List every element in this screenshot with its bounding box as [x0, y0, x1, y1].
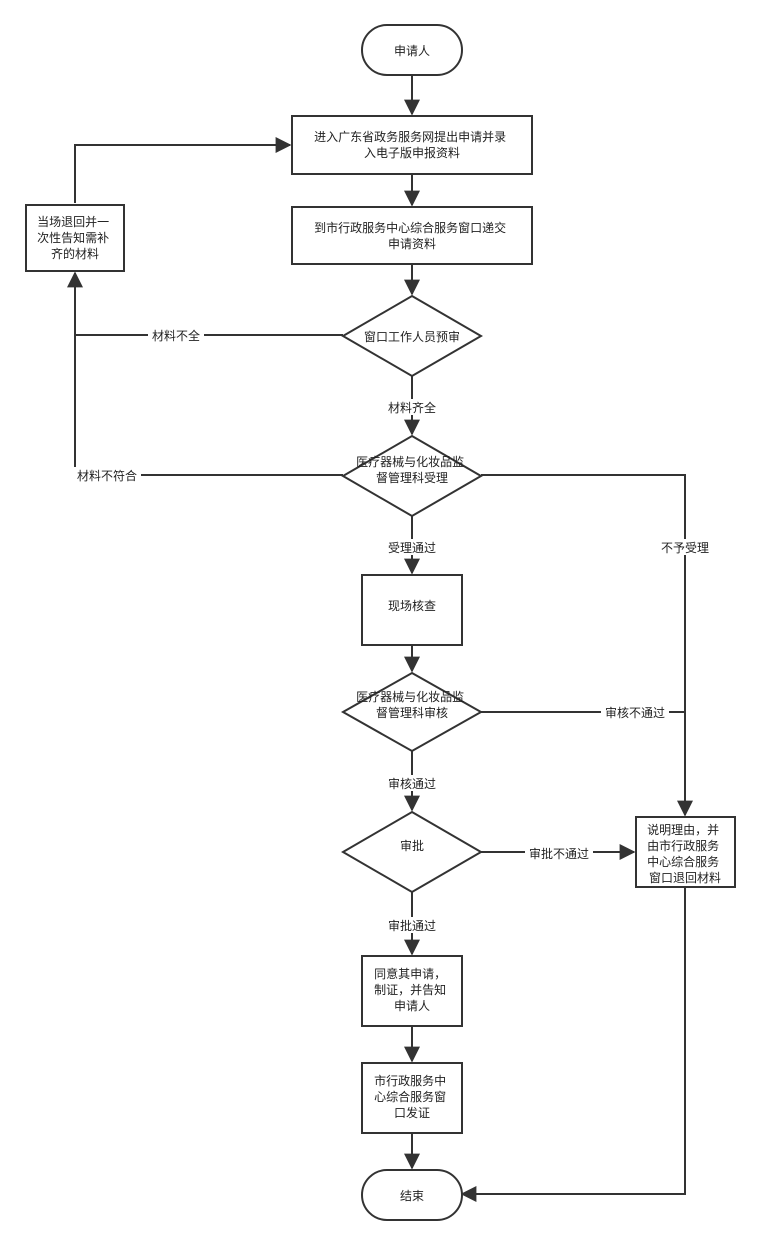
node-agree-line-3: 申请人 — [394, 999, 430, 1013]
node-return-materials-line-3: 齐的材料 — [51, 246, 99, 261]
edge-accept-rejected — [481, 474, 693, 817]
node-agree-line-2: 制证，并告知 — [374, 983, 446, 997]
node-enter-online: 进入广东省政务服务网提出申请并录 入电子版申报资料 — [291, 115, 533, 175]
node-review: 医疗器械与化妆品监 督管理科审核 — [340, 671, 484, 753]
node-explain-return-line-4: 窗口退回材料 — [649, 871, 721, 885]
node-submit-window-line-1: 到市行政服务中心综合服务窗口递交 — [314, 220, 506, 235]
node-accept-line-1: 医疗器械与化妆品监 — [356, 454, 464, 469]
edge-precheck-incomplete — [67, 271, 343, 336]
edge-explain-to-end — [460, 887, 686, 1202]
svg-text:进入广东省政务服务网提出申请并录 入电子版申报资: 进入广东省政务服务网提出申请并录 入电子版申报资料 — [314, 129, 510, 160]
node-return-materials: 当场退回并一 次性告知需补 齐的材料 — [25, 204, 125, 272]
node-issue: 市行政服务中 心综合服务窗 口发证 — [361, 1062, 463, 1134]
label-approve-passed: 审批通过 — [388, 918, 436, 933]
label-accepted: 受理通过 — [388, 541, 436, 555]
node-issue-line-2: 心综合服务窗 — [374, 1089, 446, 1104]
node-window-precheck-label: 窗口工作人员预审 — [364, 329, 460, 344]
node-site-check-label: 现场核查 — [388, 599, 436, 613]
node-agree-line-1: 同意其申请， — [374, 966, 446, 981]
label-incomplete: 材料不全 — [152, 328, 200, 343]
node-applicant: 申请人 — [361, 24, 463, 76]
node-enter-online-line-2: 入电子版申报资料 — [364, 145, 460, 160]
svg-text:市行政服务中 心综合服务窗 口发证: 市行政服务中 心综合服务窗 口发证 — [374, 1073, 450, 1120]
label-not-conform: 材料不符合 — [77, 468, 137, 483]
node-applicant-label: 申请人 — [394, 44, 430, 58]
node-issue-line-1: 市行政服务中 — [374, 1073, 446, 1088]
node-end-label: 结束 — [400, 1189, 424, 1203]
node-explain-return: 说明理由，并 由市行政服务 中心综合服务 窗口退回材料 — [635, 816, 736, 888]
node-end: 结束 — [361, 1169, 463, 1221]
label-complete: 材料齐全 — [388, 400, 436, 415]
node-issue-line-3: 口发证 — [394, 1105, 430, 1120]
label-review-failed: 审核不通过 — [605, 705, 665, 720]
node-site-check: 现场核查 — [361, 574, 463, 646]
label-approve-failed: 审批不通过 — [529, 846, 589, 861]
svg-text:到市行政服务中心综合服务窗口递交 申请资料: 到市行政服务中心综合服务窗口递交 申请资料 — [314, 220, 510, 251]
node-return-materials-line-2: 次性告知需补 — [37, 231, 109, 245]
node-explain-return-line-2: 由市行政服务 — [647, 838, 719, 853]
node-agree: 同意其申请， 制证，并告知 申请人 — [361, 955, 463, 1027]
svg-text:当场退回并一 次性告知需补 齐的材料: 当场退回并一 次性告知需补 齐的材料 — [37, 215, 113, 261]
edge-labels: 材料不全 材料齐全 材料不符合 受理通过 不予受理 审核不通过 审核通过 审批不… — [73, 327, 713, 933]
node-accept-line-2: 督管理科受理 — [376, 470, 448, 485]
node-submit-window-line-2: 申请资料 — [388, 237, 436, 251]
edge-return-to-online — [74, 137, 292, 203]
label-not-accepted: 不予受理 — [661, 541, 709, 555]
node-window-precheck: 窗口工作人员预审 — [341, 294, 483, 378]
node-approve: 审批 — [341, 810, 483, 894]
node-approve-label: 审批 — [400, 838, 424, 853]
svg-text:说明理由，并 由市行政服务 中心综合: 说明理由，并 由市行政服务 中心综合服务 窗口退回材料 — [647, 822, 723, 885]
node-explain-return-line-1: 说明理由，并 — [647, 822, 719, 837]
node-accept: 医疗器械与化妆品监 督管理科受理 — [341, 434, 483, 518]
label-review-passed: 审核通过 — [388, 776, 436, 791]
node-submit-window: 到市行政服务中心综合服务窗口递交 申请资料 — [291, 206, 533, 265]
node-review-line-1: 医疗器械与化妆品监 — [356, 689, 464, 704]
svg-text:医疗器械与化妆品监 督管理科受理: 医疗器械与化妆品监 督管理科受理 — [356, 454, 468, 485]
node-explain-return-line-3: 中心综合服务 — [647, 854, 719, 869]
node-enter-online-line-1: 进入广东省政务服务网提出申请并录 — [314, 129, 506, 144]
svg-text:医疗器械与化妆品监 督管理科审核: 医疗器械与化妆品监 督管理科审核 — [356, 689, 468, 720]
node-review-line-2: 督管理科审核 — [376, 705, 448, 720]
svg-text:同意其申请， 制证，并告知 申请人: 同意其申请， 制证，并告知 申请人 — [374, 966, 450, 1013]
node-return-materials-line-1: 当场退回并一 — [37, 215, 109, 229]
